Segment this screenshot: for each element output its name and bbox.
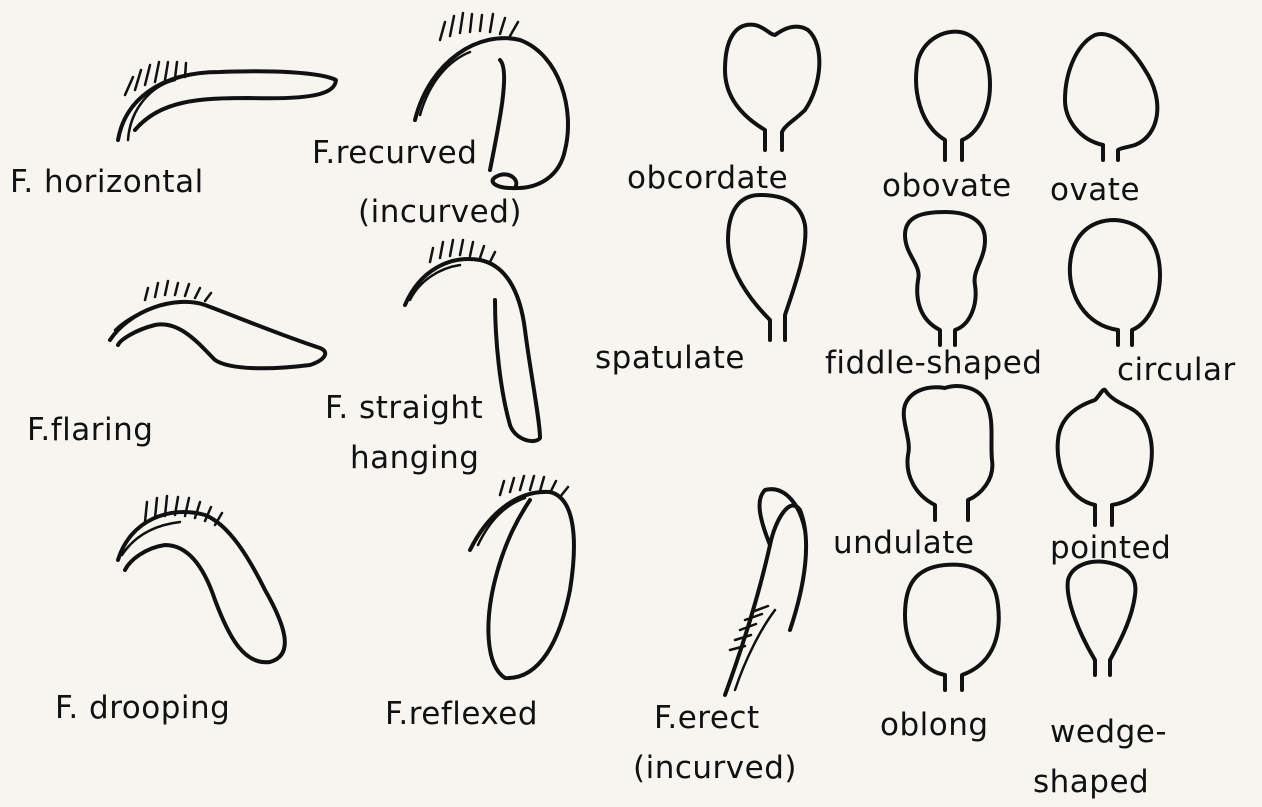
petal-obcordate-drawing <box>725 25 819 150</box>
petal-wedge-shaped-label: wedge- <box>1050 714 1167 750</box>
petal-fiddle-shaped-drawing <box>905 212 985 345</box>
falls-reflexed-drawing <box>470 476 574 678</box>
petal-pointed-drawing <box>1058 390 1152 525</box>
petal-circular-label: circular <box>1117 352 1236 388</box>
falls-drooping-label: F. drooping <box>55 690 230 726</box>
petal-ovate-label: ovate <box>1050 172 1140 208</box>
petal-ovate-drawing <box>1065 34 1157 160</box>
petal-wedge-shaped-label-2: shaped <box>1033 764 1149 800</box>
petal-fiddle-shaped-label: fiddle-shaped <box>825 345 1042 381</box>
petal-oblong-label: oblong <box>880 707 989 743</box>
falls-erect-label-2: (incurved) <box>633 750 797 786</box>
petal-spatulate-label: spatulate <box>595 340 745 376</box>
falls-reflexed-label: F.reflexed <box>385 696 538 732</box>
falls-straight-hanging-label: F. straight <box>325 390 483 426</box>
petal-circular-drawing <box>1070 220 1160 345</box>
petal-undulate-label: undulate <box>833 525 974 561</box>
falls-flaring-label: F.flaring <box>27 412 153 448</box>
petal-oblong-drawing <box>905 565 999 690</box>
falls-horizontal-drawing <box>118 62 336 140</box>
falls-erect-drawing <box>725 489 806 695</box>
petal-obovate-label: obovate <box>882 168 1012 204</box>
petal-wedge-shaped-drawing <box>1068 562 1136 675</box>
petal-undulate-drawing <box>904 386 993 520</box>
falls-flaring-drawing <box>110 281 325 368</box>
falls-straight-hanging-label-2: hanging <box>350 440 479 476</box>
falls-erect-label: F.erect <box>654 700 760 736</box>
petal-obcordate-label: obcordate <box>627 160 788 196</box>
petal-pointed-label: pointed <box>1050 530 1171 566</box>
petal-spatulate-drawing <box>728 195 805 340</box>
falls-horizontal-label: F. horizontal <box>10 164 204 200</box>
falls-recurved-label-2: (incurved) <box>358 194 522 230</box>
petal-obovate-drawing <box>916 32 990 160</box>
falls-drooping-drawing <box>118 496 285 662</box>
falls-recurved-label: F.recurved <box>312 135 477 171</box>
